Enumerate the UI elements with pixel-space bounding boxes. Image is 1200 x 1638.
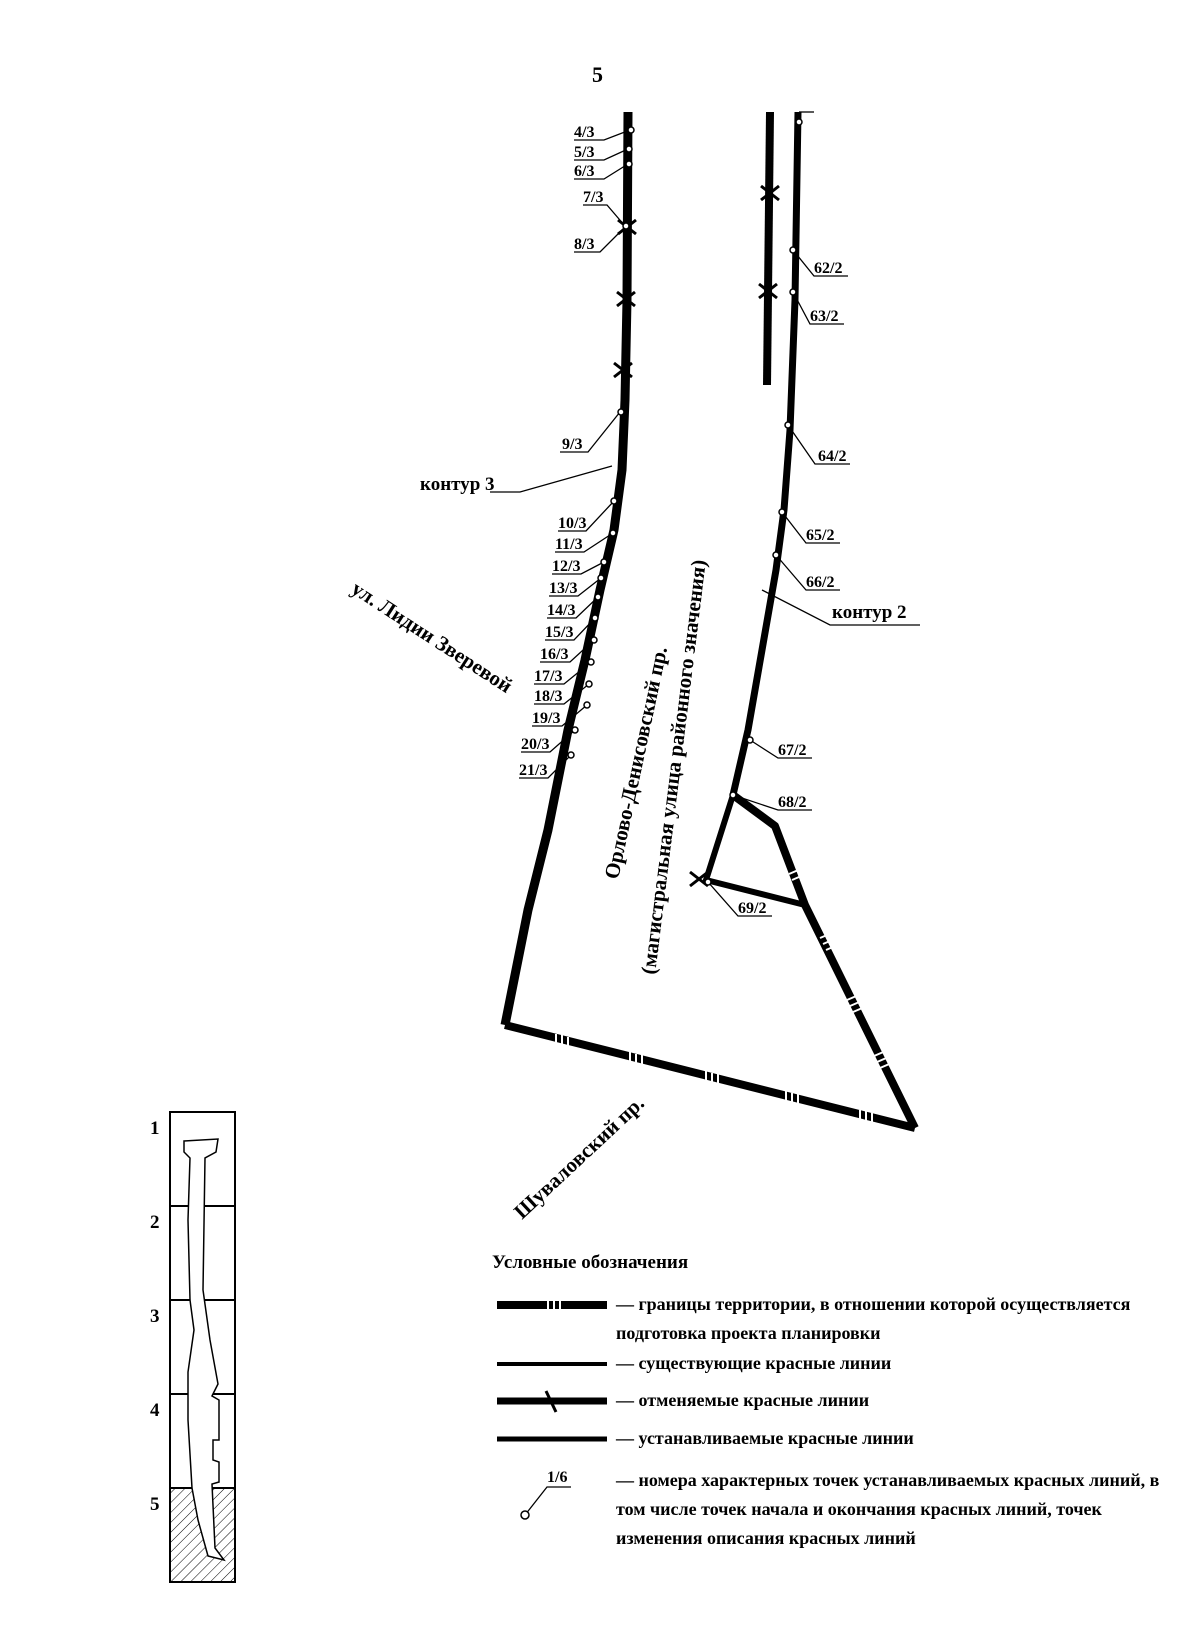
- legend-point-label: 1/6: [547, 1469, 567, 1486]
- index-row-5: 5: [150, 1494, 160, 1515]
- point-label-18-3: 18/3: [534, 688, 562, 705]
- point-label-64-2: 64/2: [818, 448, 846, 465]
- legend-cancelled-text: — отменяемые красные линии: [616, 1390, 870, 1410]
- territory-boundary-bottom: [504, 1021, 916, 1132]
- point-label-69-2: 69/2: [738, 900, 766, 917]
- index-row-1: 1: [150, 1118, 160, 1139]
- point-label-13-3: 13/3: [549, 580, 577, 597]
- point-label-21-3: 21/3: [519, 762, 547, 779]
- page-number: 5: [592, 62, 603, 87]
- legend-existing-text: — существующие красные линии: [616, 1353, 892, 1373]
- index-map: 1 2 3 4 5: [150, 1111, 236, 1583]
- point-label-4-3: 4/3: [574, 124, 594, 141]
- street-shuvalovsky: Шуваловский пр.: [509, 1091, 649, 1224]
- cancelled-red-line: [763, 111, 774, 386]
- leader-lines-right: [707, 111, 920, 917]
- point-label-66-2: 66/2: [806, 574, 834, 591]
- point-label-67-2: 67/2: [778, 742, 806, 759]
- point-label-17-3: 17/3: [534, 668, 562, 685]
- point-label-14-3: 14/3: [547, 602, 575, 619]
- street-lidii-zverevoy: ул. Лидии Зверевой: [347, 576, 517, 698]
- index-row-2: 2: [150, 1212, 160, 1233]
- contour3-label: контур 3: [420, 474, 495, 495]
- boundary-hatch-right: [788, 867, 895, 1069]
- legend-title: Условные обозначения: [492, 1252, 689, 1273]
- point-label-16-3: 16/3: [540, 646, 568, 663]
- contour2-red-line: [729, 111, 802, 796]
- legend-symbols: 1/6: [497, 1300, 607, 1520]
- legend-points-text: — номера характерных точек устанавливаем…: [616, 1470, 1160, 1548]
- point-label-12-3: 12/3: [552, 558, 580, 575]
- point-label-68-2: 68/2: [778, 794, 806, 811]
- point-label-5-3: 5/3: [574, 144, 594, 161]
- cancel-cross-marks: [613, 184, 780, 888]
- legend-boundary-text: — границы территории, в отношении которо…: [616, 1294, 1131, 1343]
- point-label-62-2: 62/2: [814, 260, 842, 277]
- leader-lines-left: [490, 129, 631, 779]
- point-label-65-2: 65/2: [806, 527, 834, 544]
- legend-point-symbol: [520, 1510, 530, 1520]
- point-label-9-3: 9/3: [562, 436, 582, 453]
- point-label-7-3: 7/3: [583, 189, 603, 206]
- territory-boundary-right: [730, 791, 919, 1130]
- point-label-11-3: 11/3: [555, 536, 583, 553]
- index-row-3: 3: [150, 1306, 160, 1327]
- point-label-19-3: 19/3: [532, 710, 560, 727]
- point-label-8-3: 8/3: [574, 236, 594, 253]
- legend-established-text: — устанавливаемые красные линии: [616, 1428, 914, 1448]
- point-label-15-3: 15/3: [545, 624, 573, 641]
- point-markers: [567, 118, 803, 886]
- point-label-6-3: 6/3: [574, 163, 594, 180]
- street-orlovo-denisovsky-note: (магистральная улица районного значения): [636, 558, 711, 975]
- point-label-20-3: 20/3: [521, 736, 549, 753]
- index-row-4: 4: [150, 1400, 160, 1421]
- contour2-label: контур 2: [832, 602, 907, 623]
- point-label-63-2: 63/2: [810, 308, 838, 325]
- boundary-hatch-bottom: [555, 1034, 873, 1125]
- point-label-10-3: 10/3: [558, 515, 586, 532]
